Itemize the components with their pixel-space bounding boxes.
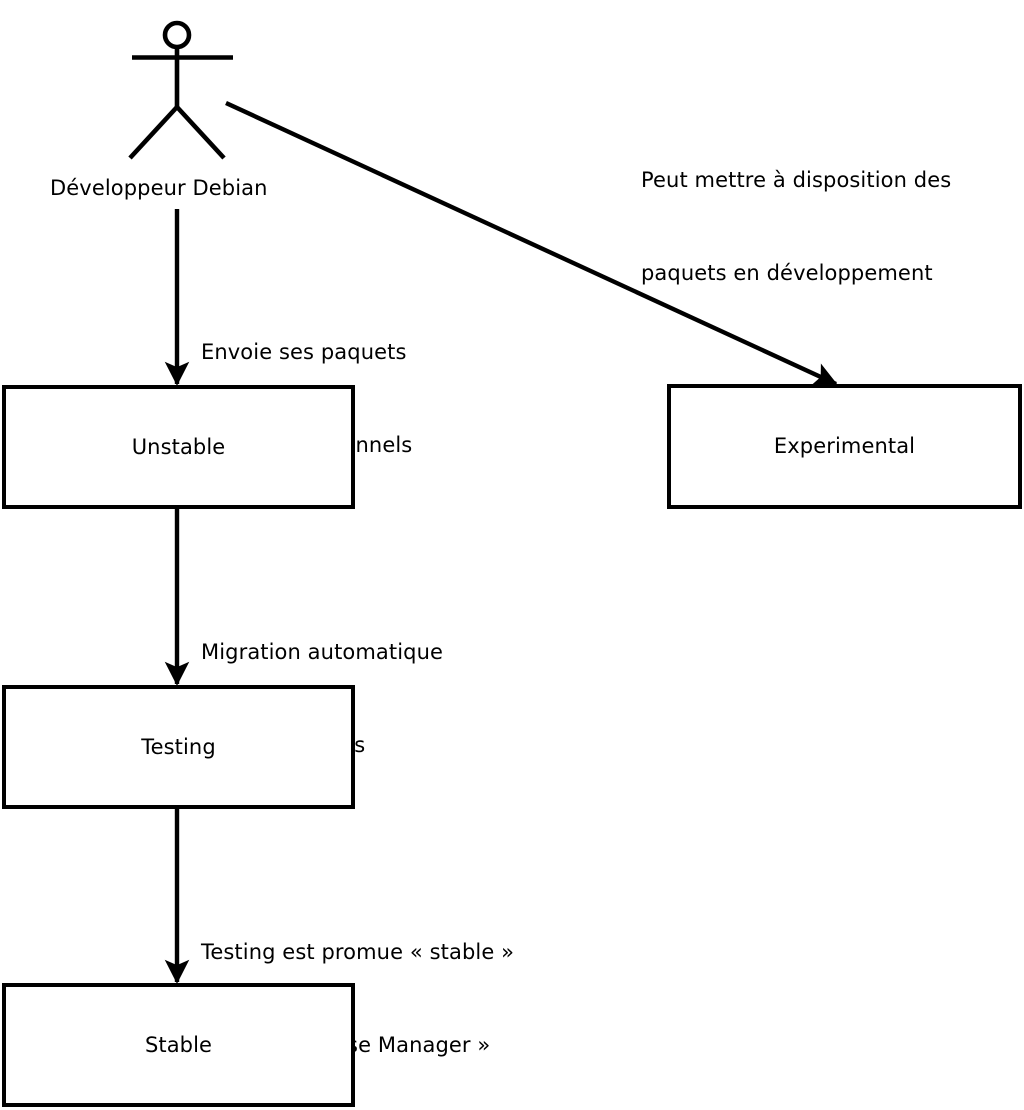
edge-label-line-1: Peut mettre à disposition des — [641, 168, 952, 192]
stick-figure-leg-left — [128, 105, 179, 160]
node-testing-label: Testing — [141, 734, 216, 759]
edge-label-developer-to-experimental: Peut mettre à disposition des paquets en… — [641, 103, 951, 351]
edge-label-line-1: Testing est promue « stable » — [201, 940, 515, 964]
node-experimental[interactable]: Experimental — [667, 384, 1022, 509]
node-experimental-label: Experimental — [773, 434, 916, 458]
node-stable[interactable]: Stable — [2, 983, 355, 1107]
node-testing[interactable]: Testing — [2, 685, 355, 809]
node-unstable-label: Unstable — [131, 434, 226, 459]
stick-figure-leg-right — [175, 105, 226, 160]
developer-stick-figure — [128, 20, 233, 160]
node-stable-label: Stable — [144, 1032, 213, 1057]
edge-label-line-1: Envoie ses paquets — [201, 340, 407, 364]
stick-figure-head-icon — [162, 20, 192, 50]
edge-label-line-2: paquets en développement — [641, 261, 933, 285]
developer-actor-label: Développeur Debian — [50, 176, 268, 200]
arrow-developer-to-experimental — [225, 101, 838, 386]
edge-label-testing-to-stable: Testing est promue « stable » par le « R… — [201, 875, 514, 1110]
edge-label-line-1: Migration automatique — [201, 640, 444, 664]
node-unstable[interactable]: Unstable — [2, 385, 355, 509]
